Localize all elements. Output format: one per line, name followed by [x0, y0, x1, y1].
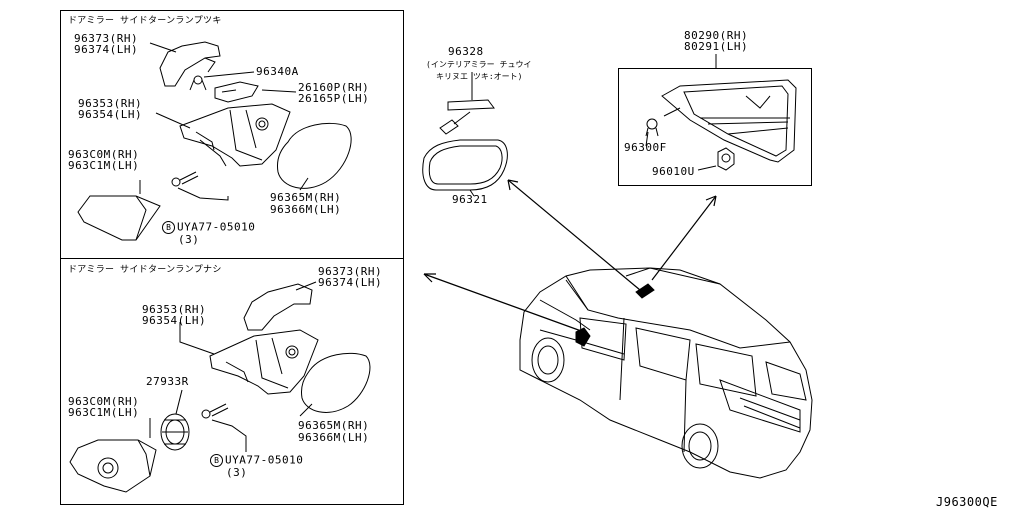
inner-mirror-part-label: 96328 [448, 45, 484, 58]
top-clip-label: 96340A [256, 65, 299, 78]
inner-mirror-note-1: (インテリアミラー チュウイ [426, 60, 532, 69]
top-mirror-glass [277, 122, 352, 189]
top-finisher-lh-label: 963C1M(LH) [68, 159, 140, 172]
bottom-glass-rh-label: 96365M(RH) [298, 419, 370, 432]
top-body-lh-label: 96354(LH) [78, 108, 143, 121]
top-glass-rh-label: 96365M(RH) [270, 191, 342, 204]
bottom-finisher [69, 439, 157, 493]
inner-mirror-assembly-label: 96321 [452, 193, 488, 206]
top-mirror-body [179, 103, 291, 167]
bottom-mirror-glass [301, 352, 371, 413]
vehicle-drawing [519, 267, 813, 479]
top-finisher-rh-label: 963C0M(RH) [68, 148, 140, 161]
bottom-motor [160, 413, 190, 451]
top-mirror-cover [159, 41, 221, 87]
callout-arrows [423, 179, 717, 333]
top-cover-lh-label: 96374(LH) [74, 43, 139, 56]
quarter-window-lh-label: 80291(LH) [684, 40, 749, 53]
top-body-rh-label: 96353(RH) [78, 97, 143, 110]
bottom-bolt [201, 403, 229, 419]
top-bolt-qty-label: (3) [178, 233, 200, 246]
bottom-body-lh-label: 96354(LH) [142, 314, 207, 327]
quarter-clip-a-label: 96300F [624, 141, 667, 154]
top-glass-lh-label: 96366M(LH) [270, 203, 342, 216]
quarter-window-frame [618, 68, 812, 186]
top-bolt [171, 171, 199, 187]
bottom-glass-lh-label: 96366M(LH) [298, 431, 370, 444]
top-cover-rh-label: 96373(RH) [74, 32, 139, 45]
bottom-finisher-rh-label: 963C0M(RH) [68, 395, 140, 408]
inner-mirror-note-2: キリヌエ ツキ:オート) [436, 72, 523, 81]
quarter-window-drawing [645, 79, 797, 171]
bolt-mark-icon: B [210, 454, 223, 467]
bottom-motor-label: 27933R [146, 375, 189, 388]
top-leaders [139, 42, 309, 201]
diagram-code: J96300QE [936, 495, 998, 509]
bottom-mirror-cover [243, 283, 313, 331]
top-turn-lamp [214, 81, 259, 103]
bottom-finisher-lh-label: 963C1M(LH) [68, 406, 140, 419]
bottom-cover-lh-label: 96374(LH) [318, 276, 383, 289]
bottom-body-rh-label: 96353(RH) [142, 303, 207, 316]
top-bolt-number: UYA77-05010 [177, 220, 256, 234]
top-panel-title: ドアミラー サイドターンランプツキ [68, 16, 222, 26]
quarter-window-rh-label: 80290(RH) [684, 29, 749, 42]
quarter-clip-b-label: 96010U [652, 165, 695, 178]
bottom-leaders [149, 281, 317, 452]
top-lamp-lh-label: 26165P(LH) [298, 92, 370, 105]
inner-mirror-drawing [422, 72, 508, 197]
bottom-panel-frame [60, 258, 404, 505]
bottom-panel-title: ドアミラー サイドターンランプナシ [68, 265, 222, 275]
bottom-cover-rh-label: 96373(RH) [318, 265, 383, 278]
bolt-mark-icon: B [162, 221, 175, 234]
bottom-bolt-number: UYA77-05010 [225, 453, 304, 467]
top-lamp-rh-label: 26160P(RH) [298, 81, 370, 94]
top-clip [189, 75, 207, 91]
bottom-bolt-qty-label: (3) [226, 466, 248, 479]
bottom-mirror-body [209, 329, 319, 395]
top-finisher [77, 195, 161, 241]
